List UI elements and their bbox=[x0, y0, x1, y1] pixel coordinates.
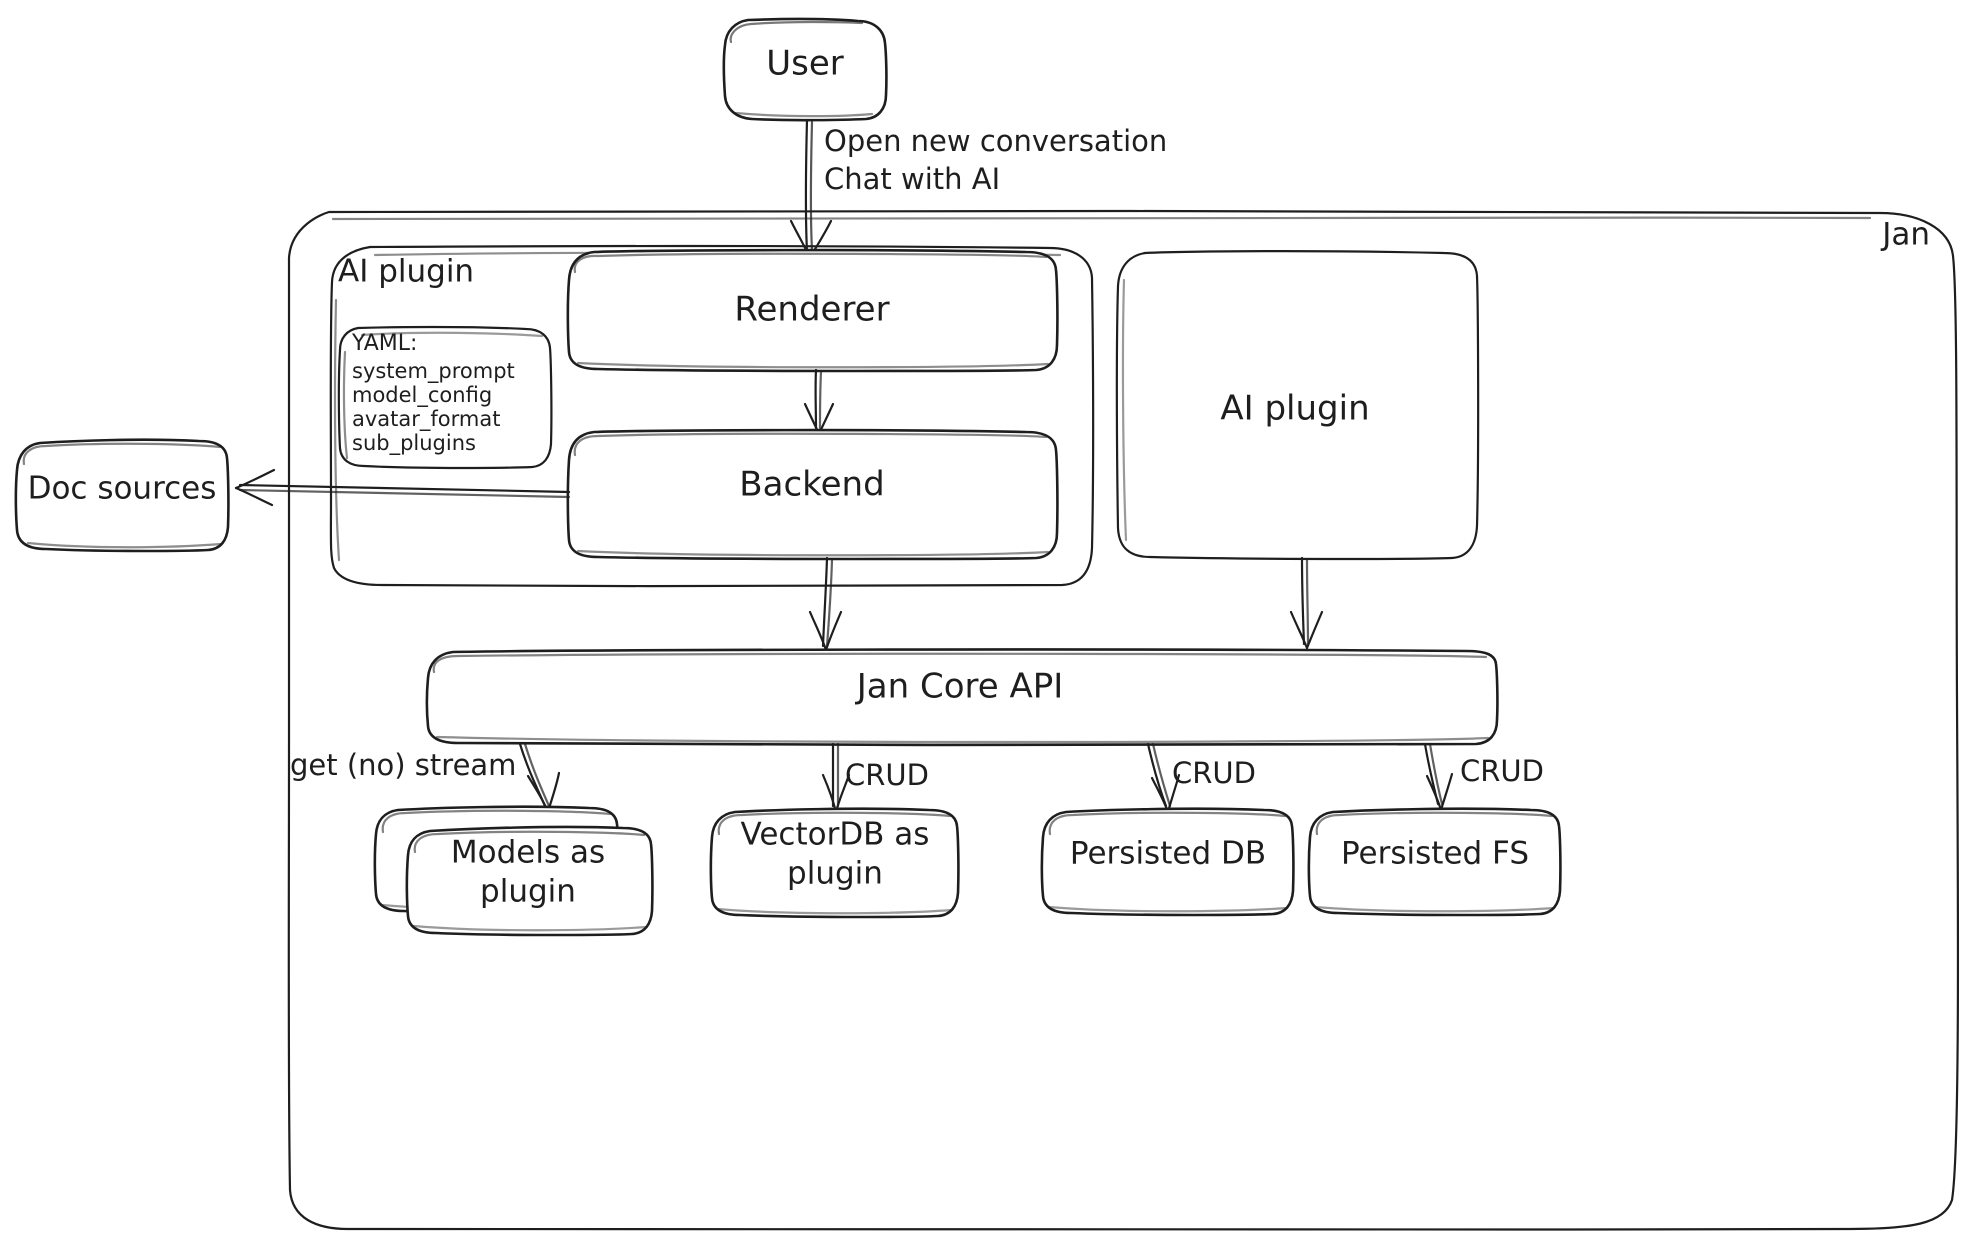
edge-core-to-vectordb-label: CRUD bbox=[845, 758, 929, 792]
persisted-fs-node[interactable]: Persisted FS bbox=[1307, 807, 1562, 917]
vectordb-plugin-label-line1: VectorDB as bbox=[741, 817, 930, 853]
vectordb-plugin-node[interactable]: VectorDB as plugin bbox=[709, 807, 960, 919]
models-plugin-label-line1: Models as bbox=[451, 835, 605, 871]
doc-sources-label: Doc sources bbox=[28, 471, 217, 507]
yaml-note-item-0: system_prompt bbox=[352, 359, 515, 384]
edge-core-to-persisted-fs-label: CRUD bbox=[1460, 754, 1544, 788]
persisted-db-label: Persisted DB bbox=[1070, 836, 1266, 872]
persisted-fs-label: Persisted FS bbox=[1341, 836, 1529, 872]
ai-plugin-group-label: AI plugin bbox=[338, 254, 474, 290]
persisted-db-node[interactable]: Persisted DB bbox=[1040, 807, 1295, 917]
ai-plugin-right-label: AI plugin bbox=[1220, 389, 1369, 429]
backend-label: Backend bbox=[739, 465, 884, 505]
renderer-node[interactable]: Renderer bbox=[566, 248, 1059, 373]
yaml-note-item-2: avatar_format bbox=[352, 407, 500, 432]
vectordb-plugin-label-line2: plugin bbox=[787, 856, 883, 892]
jan-core-api-node[interactable]: Jan Core API bbox=[425, 648, 1499, 747]
edge-core-to-persisted-db: CRUD bbox=[1146, 742, 1256, 814]
models-plugin-label-line2: plugin bbox=[480, 874, 576, 910]
edge-user-to-renderer-label-line2: Chat with AI bbox=[824, 162, 1000, 196]
doc-sources-node[interactable]: Doc sources bbox=[14, 438, 230, 553]
edge-user-to-renderer: Open new conversation Chat with AI bbox=[789, 118, 1167, 260]
edge-user-to-renderer-label-line1: Open new conversation bbox=[824, 124, 1167, 158]
edge-backend-to-core bbox=[808, 556, 843, 652]
yaml-note-item-1: model_config bbox=[352, 383, 492, 408]
edge-core-to-models: get (no) stream bbox=[290, 742, 561, 814]
edge-backend-to-doc-sources bbox=[234, 468, 571, 507]
edge-core-to-persisted-fs: CRUD bbox=[1423, 742, 1544, 812]
user-label: User bbox=[766, 44, 844, 84]
user-node[interactable]: User bbox=[722, 17, 888, 122]
jan-core-api-label: Jan Core API bbox=[855, 667, 1064, 707]
ai-plugin-right-node[interactable]: AI plugin bbox=[1115, 250, 1480, 561]
backend-node[interactable]: Backend bbox=[566, 428, 1059, 561]
jan-container-label: Jan bbox=[1880, 217, 1930, 253]
edge-ai-plugin-to-core bbox=[1289, 556, 1324, 650]
renderer-label: Renderer bbox=[734, 290, 889, 330]
yaml-note-item-3: sub_plugins bbox=[352, 431, 476, 456]
models-plugin-node[interactable]: Models as plugin bbox=[373, 805, 654, 937]
edge-core-to-vectordb: CRUD bbox=[821, 742, 929, 814]
edge-core-to-models-label: get (no) stream bbox=[290, 748, 516, 782]
yaml-note-title: YAML: bbox=[351, 331, 417, 356]
yaml-note[interactable]: YAML: system_prompt model_config avatar_… bbox=[337, 325, 553, 470]
edge-core-to-persisted-db-label: CRUD bbox=[1172, 756, 1256, 790]
